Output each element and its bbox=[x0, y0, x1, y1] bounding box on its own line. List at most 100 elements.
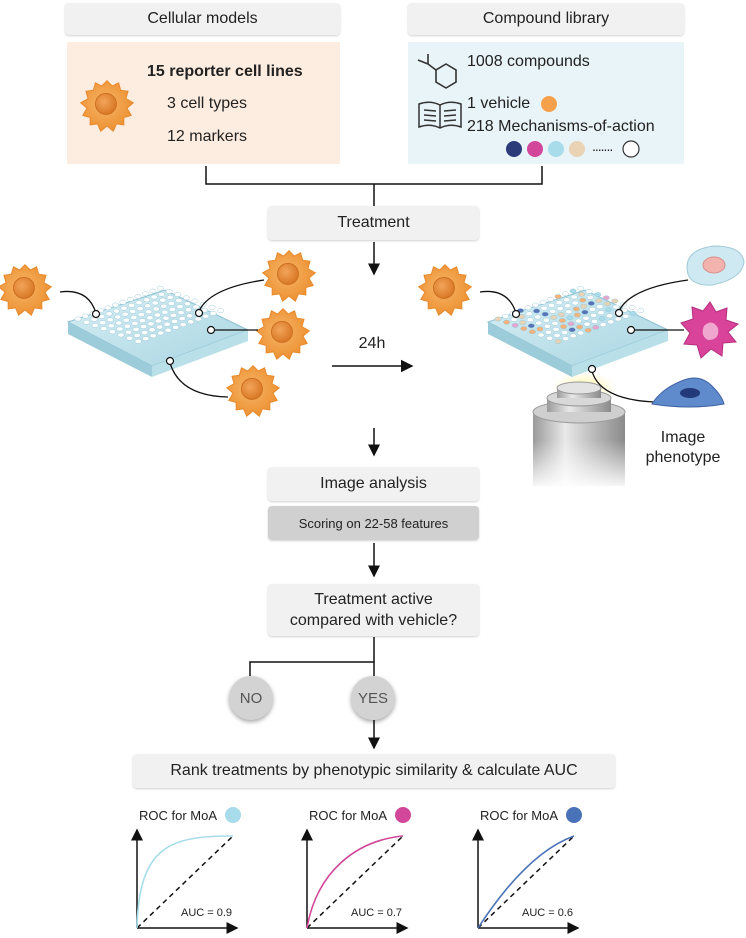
well bbox=[614, 316, 622, 322]
well bbox=[125, 329, 132, 335]
roc-moa-marker bbox=[566, 807, 582, 823]
well bbox=[585, 289, 593, 294]
well bbox=[136, 306, 144, 311]
well bbox=[575, 318, 582, 324]
well bbox=[186, 313, 194, 319]
well bbox=[115, 320, 123, 326]
cellular-models-header: Cellular models bbox=[65, 3, 340, 35]
well bbox=[611, 298, 619, 304]
well bbox=[143, 297, 151, 303]
well bbox=[130, 315, 138, 320]
rank-text: Rank treatments by phenotypic similarity… bbox=[170, 762, 578, 779]
well bbox=[511, 323, 519, 328]
well bbox=[532, 302, 539, 308]
well bbox=[562, 291, 569, 297]
well bbox=[126, 335, 134, 341]
cell-icon bbox=[256, 308, 310, 360]
microscope-objective bbox=[530, 372, 628, 490]
well bbox=[580, 303, 588, 309]
well bbox=[157, 285, 164, 291]
well bbox=[537, 332, 545, 338]
roc-diagonal bbox=[136, 835, 234, 929]
no-badge: NO bbox=[229, 676, 273, 720]
well bbox=[138, 318, 146, 323]
well bbox=[583, 321, 591, 327]
well bbox=[149, 333, 157, 339]
roc-curve bbox=[306, 835, 404, 929]
well bbox=[519, 320, 527, 325]
well bbox=[563, 297, 570, 303]
well bbox=[545, 329, 552, 335]
image-analysis-text: Image analysis bbox=[320, 475, 427, 492]
moa-dot-empty bbox=[622, 140, 640, 158]
well bbox=[586, 295, 594, 300]
question-text: Treatment active compared with vehicle? bbox=[289, 591, 458, 629]
well bbox=[137, 312, 145, 317]
well bbox=[114, 314, 122, 320]
well bbox=[128, 303, 136, 308]
roc-auc-label: AUC = 0.7 bbox=[351, 907, 402, 919]
roc-title: ROC for MoA bbox=[139, 808, 217, 823]
well bbox=[91, 323, 99, 328]
well bbox=[544, 323, 551, 329]
well bbox=[607, 319, 615, 325]
well bbox=[567, 321, 575, 327]
well bbox=[524, 305, 532, 311]
well bbox=[520, 326, 528, 331]
well bbox=[592, 325, 600, 330]
well bbox=[595, 298, 603, 303]
well bbox=[503, 319, 510, 325]
well bbox=[158, 291, 166, 297]
treatment-text: Treatment bbox=[337, 214, 410, 231]
well bbox=[534, 314, 542, 320]
rank-box: Rank treatments by phenotypic similarity… bbox=[133, 754, 615, 788]
well bbox=[133, 333, 141, 338]
yes-text: YES bbox=[357, 689, 388, 707]
well bbox=[494, 316, 502, 322]
well bbox=[131, 321, 139, 326]
roc-diagonal bbox=[477, 835, 575, 929]
well bbox=[604, 301, 611, 307]
treatment-box: Treatment bbox=[268, 206, 479, 240]
cell-icon bbox=[226, 365, 280, 417]
question-box: Treatment active compared with vehicle? bbox=[268, 584, 479, 636]
well bbox=[120, 305, 128, 311]
well bbox=[170, 313, 177, 318]
compounds-text: 1008 compounds bbox=[467, 53, 590, 70]
well bbox=[502, 313, 509, 319]
well bbox=[535, 320, 543, 326]
well bbox=[187, 319, 195, 325]
branch-lines bbox=[249, 637, 375, 676]
well bbox=[551, 321, 559, 326]
well bbox=[175, 298, 183, 303]
well bbox=[155, 318, 162, 324]
well bbox=[148, 327, 156, 333]
well bbox=[142, 291, 149, 297]
well bbox=[596, 304, 604, 309]
merge-bracket bbox=[205, 166, 543, 185]
roc-auc-label: AUC = 0.9 bbox=[181, 907, 232, 919]
well bbox=[572, 306, 580, 312]
moa-dot-magenta bbox=[527, 141, 543, 157]
well bbox=[194, 316, 202, 322]
compound-library-header: Compound library bbox=[408, 3, 684, 35]
well bbox=[202, 313, 210, 319]
cellular-models-title: 15 reporter cell lines bbox=[147, 63, 303, 80]
phenotype-flat-cell bbox=[651, 377, 725, 408]
cell-types-text: 3 cell types bbox=[167, 95, 248, 112]
roc-title: ROC for MoA bbox=[309, 808, 387, 823]
well bbox=[569, 333, 577, 339]
well bbox=[157, 330, 165, 336]
well bbox=[569, 288, 577, 294]
scoring-text: Scoring on 22-58 features bbox=[298, 515, 449, 531]
well bbox=[141, 330, 149, 335]
cell-icon bbox=[0, 264, 52, 316]
well bbox=[129, 309, 137, 314]
well bbox=[559, 318, 566, 323]
well bbox=[594, 292, 602, 297]
well bbox=[152, 306, 160, 312]
well bbox=[140, 324, 147, 329]
well bbox=[612, 304, 620, 310]
well bbox=[105, 311, 113, 317]
